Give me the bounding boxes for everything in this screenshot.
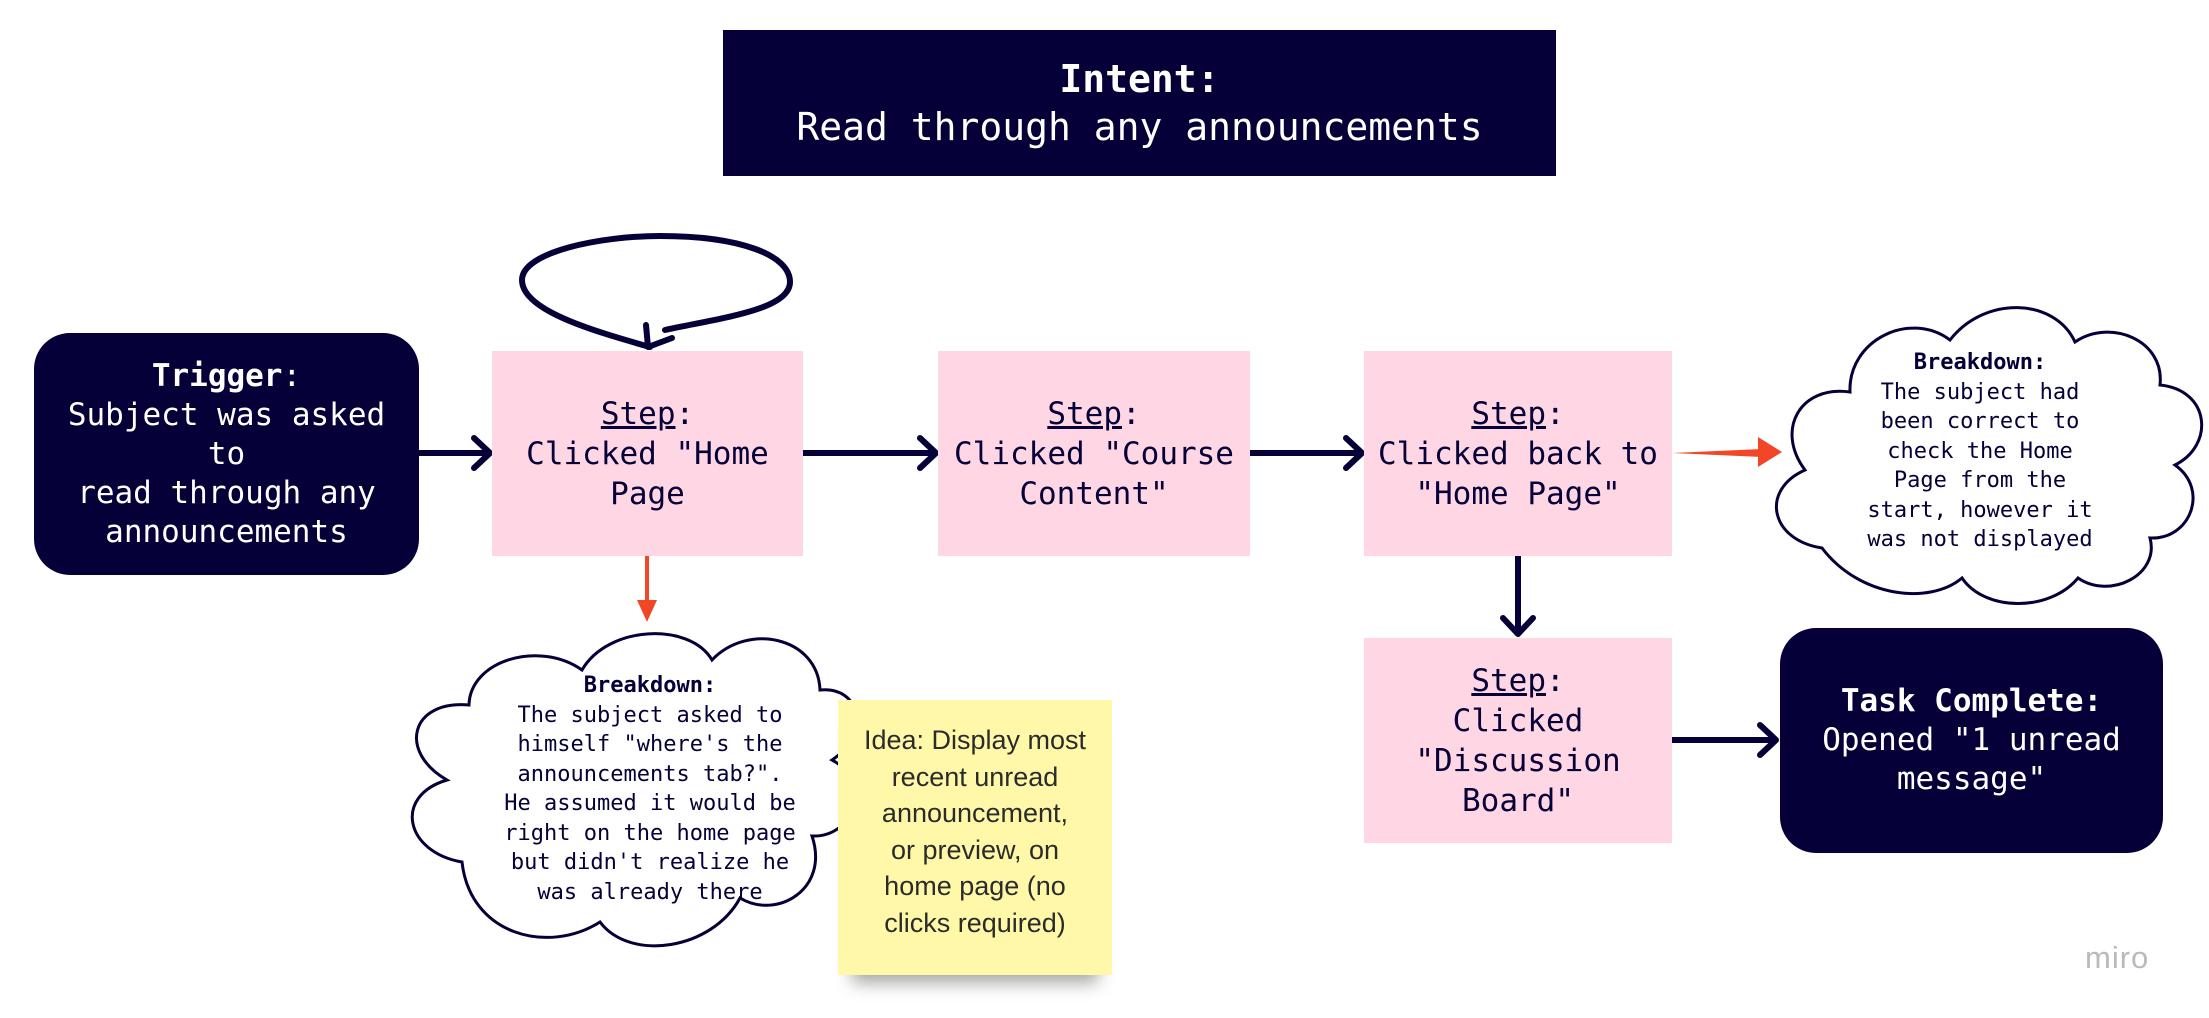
breakdown-line: was not displayed <box>1867 527 2093 552</box>
task-complete-label: Task Complete: <box>1840 683 2103 719</box>
arrowhead-step1 <box>471 435 493 471</box>
arrowhead-breakdown2 <box>1758 437 1782 467</box>
breakdown-label: Breakdown: <box>1913 350 2047 375</box>
breakdown-line: The subject had <box>1880 379 2080 405</box>
self-loop-arrowhead <box>643 322 675 350</box>
intent-text: Read through any announcements <box>796 105 1483 149</box>
task-complete-line: message" <box>1896 761 2047 797</box>
breakdown-line: was already there <box>537 879 763 905</box>
step-colon: : <box>1121 395 1141 432</box>
arrowhead-step3 <box>1343 435 1365 471</box>
step-node-home-page: Step: Clicked "Home Page <box>492 351 803 556</box>
breakdown-line: but didn't realize he <box>510 850 790 875</box>
breakdown-line: The subject asked to <box>517 702 783 728</box>
step-heading: Step: <box>601 394 694 434</box>
breakdown-line: been correct to <box>1880 409 2080 434</box>
breakdown-line: Page from the <box>1893 468 2067 493</box>
step-colon: : <box>1545 662 1565 699</box>
breakdown-line: right on the home page <box>504 820 796 846</box>
arrowhead-step4 <box>1500 615 1536 637</box>
sticky-line: clicks required) <box>884 907 1066 938</box>
arrowhead-complete <box>1757 722 1779 758</box>
trigger-line: announcements <box>105 513 348 550</box>
self-loop-connector <box>518 232 794 350</box>
step-line: Board" <box>1462 782 1574 819</box>
step-label: Step <box>1471 395 1546 432</box>
step-colon: : <box>675 395 695 432</box>
arrowhead-step2 <box>917 435 939 471</box>
step-label: Step <box>1047 395 1122 432</box>
breakdown-line: He assumed it would be <box>504 791 796 816</box>
step-line: "Discussion <box>1415 742 1621 779</box>
miro-watermark: miro <box>2085 940 2150 975</box>
step-node-discussion-board: Step: Clicked "Discussion Board" <box>1364 638 1672 843</box>
breakdown-line: announcements tab?". <box>517 761 783 787</box>
arrowhead-breakdown1 <box>637 600 657 622</box>
task-complete-line: Opened "1 unread <box>1822 722 2121 758</box>
connector-step3-to-breakdown2 <box>1672 449 1762 457</box>
step-line: Page <box>610 475 685 512</box>
sticky-line: Idea: Display most <box>863 725 1087 755</box>
breakdown-label: Breakdown: <box>583 673 717 698</box>
intent-label: Intent: <box>1059 57 1220 101</box>
breakdown-1-text: Breakdown: The subject asked to himself … <box>480 671 820 907</box>
step-heading: Step: <box>1471 394 1564 434</box>
step-line: Clicked "Course <box>954 435 1234 472</box>
trigger-line: read through any <box>77 474 376 511</box>
trigger-label: Trigger <box>151 357 283 394</box>
step-line: Clicked <box>1452 702 1584 739</box>
step-heading: Step: <box>1047 394 1140 434</box>
sticky-line: home page (no <box>884 871 1066 901</box>
step-node-course-content: Step: Clicked "Course Content" <box>938 351 1250 556</box>
trigger-node: Trigger: Subject was asked to read throu… <box>34 333 419 575</box>
sticky-line: or preview, on <box>890 834 1060 865</box>
step-line: Clicked back to <box>1378 435 1658 472</box>
sticky-line: announcement, <box>881 798 1069 828</box>
breakdown-line: start, however it <box>1867 497 2093 523</box>
step-label: Step <box>600 395 676 432</box>
trigger-heading: Trigger: <box>152 357 301 396</box>
sticky-line: recent unread <box>891 761 1059 792</box>
step-node-back-home: Step: Clicked back to "Home Page" <box>1364 351 1672 556</box>
step-label: Step <box>1471 662 1546 699</box>
breakdown-2-text: Breakdown: The subject had been correct … <box>1840 348 2120 555</box>
trigger-colon: : <box>282 357 302 394</box>
breakdown-line: himself "where's the <box>517 732 783 757</box>
breakdown-line: check the Home <box>1887 438 2073 464</box>
task-complete-node: Task Complete: Opened "1 unread message" <box>1780 628 2163 853</box>
idea-sticky-note: Idea: Display most recent unread announc… <box>838 700 1112 975</box>
trigger-line: Subject was asked to <box>67 396 386 472</box>
step-line: Content" <box>1019 475 1169 512</box>
step-line: Clicked "Home <box>526 435 769 472</box>
step-heading: Step: <box>1471 661 1564 701</box>
step-line: "Home Page" <box>1415 475 1621 512</box>
step-colon: : <box>1545 395 1565 432</box>
intent-banner: Intent: Read through any announcements <box>723 30 1556 176</box>
